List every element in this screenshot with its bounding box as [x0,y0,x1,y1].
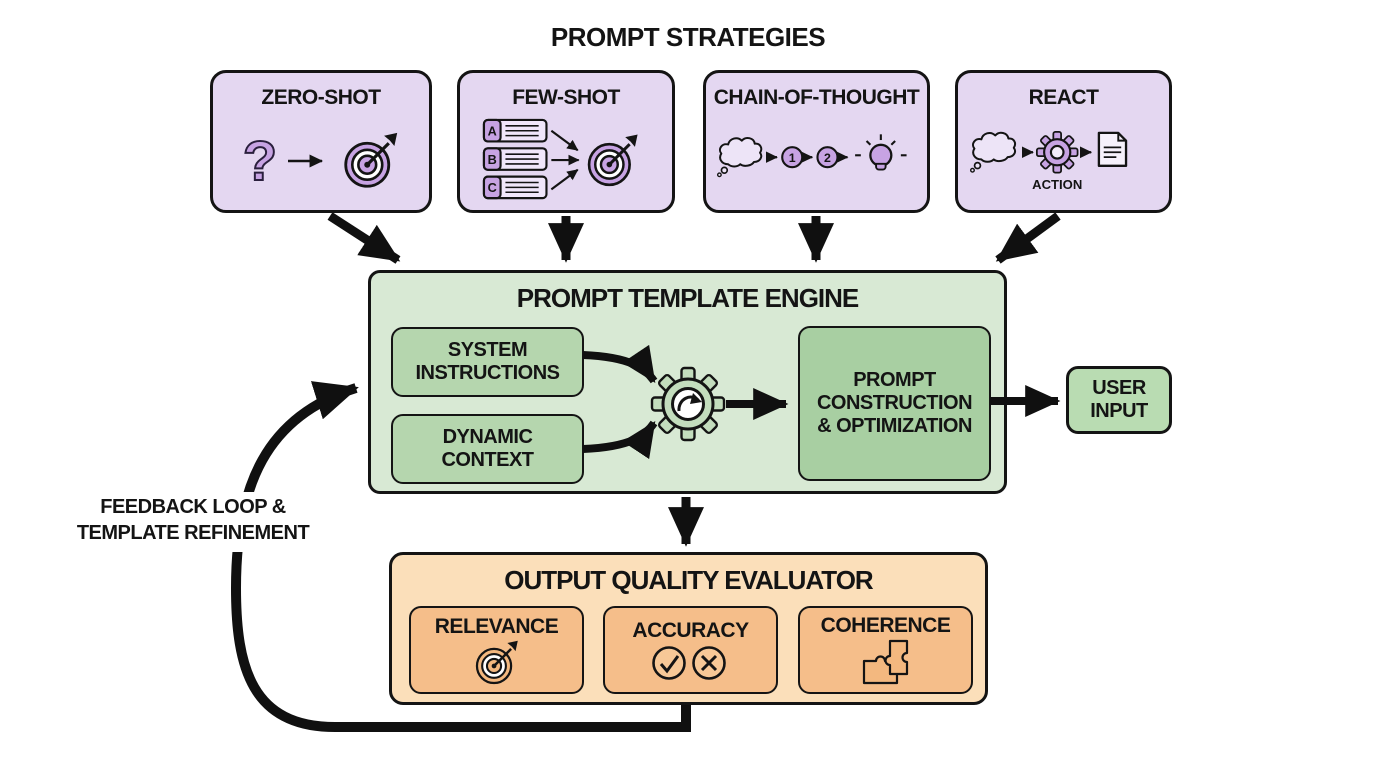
thought-cloud-icon [969,131,1016,173]
accuracy-box: ACCURACY [603,606,778,694]
thought-gear-document-icon: ACTION [969,111,1159,210]
user-input-box: USER INPUT [1066,366,1172,434]
svg-text:C: C [488,181,497,195]
example-card-b: B [482,146,548,171]
system-instructions-box: SYSTEM INSTRUCTIONS [391,327,584,397]
svg-text:A: A [488,124,497,138]
feedback-loop-label: FEEDBACK LOOP & TEMPLATE REFINEMENT [45,492,341,552]
example-card-c: C [482,175,548,199]
strategy-box-few-shot: FEW-SHOT A [457,70,675,213]
arrow-react-to-engine [995,212,1061,264]
example-cards-to-target-icon: A B [482,111,650,210]
strategy-box-react: REACT [955,70,1172,213]
page-title: PROMPT STRATEGIES [550,22,826,52]
arrow-right-icon [288,154,324,167]
dynamic-context-box: DYNAMIC CONTEXT [391,414,584,484]
target-icon [342,132,400,190]
template-gear-icon [648,364,728,444]
question-to-target-icon: ? [242,111,400,210]
output-quality-evaluator-box: OUTPUT QUALITY EVALUATOR RELEVANCE ACCUR… [389,552,988,705]
svg-text:?: ? [243,130,277,192]
strategy-label: CHAIN-OF-THOUGHT [713,86,920,109]
document-icon [1097,131,1127,167]
strategy-label: FEW-SHOT [512,86,620,109]
example-card-a: A [482,118,548,143]
check-and-cross-icon [651,645,726,680]
question-mark-icon: ? [242,130,278,192]
relevance-box: RELEVANCE [409,606,584,694]
target-icon [475,639,519,684]
thought-steps-to-idea-icon: 1 2 [716,111,918,210]
target-icon [587,133,640,186]
check-icon [651,645,686,680]
strategy-box-zero-shot: ZERO-SHOT ? [210,70,432,213]
evaluator-title: OUTPUT QUALITY EVALUATOR [504,565,873,595]
engine-title: PROMPT TEMPLATE ENGINE [516,283,860,313]
action-gear-icon [1035,130,1078,174]
arrow-zeroshot-to-engine [327,212,401,264]
strategy-box-chain-of-thought: CHAIN-OF-THOUGHT 1 2 [703,70,930,213]
svg-text:B: B [488,152,497,166]
action-label: ACTION [1032,177,1082,192]
converging-arrows-icon [550,129,580,190]
step-1-icon: 1 [780,145,803,168]
svg-text:2: 2 [824,150,831,164]
lightbulb-icon [854,133,907,171]
prompt-construction-box: PROMPT CONSTRUCTION & OPTIMIZATION [798,326,991,481]
svg-text:1: 1 [788,150,795,164]
puzzle-pieces-icon [862,639,908,685]
thought-cloud-icon [716,136,762,178]
strategy-label: REACT [1028,86,1099,109]
coherence-box: COHERENCE [798,606,973,694]
step-2-icon: 2 [815,145,839,168]
strategy-label: ZERO-SHOT [261,86,381,109]
